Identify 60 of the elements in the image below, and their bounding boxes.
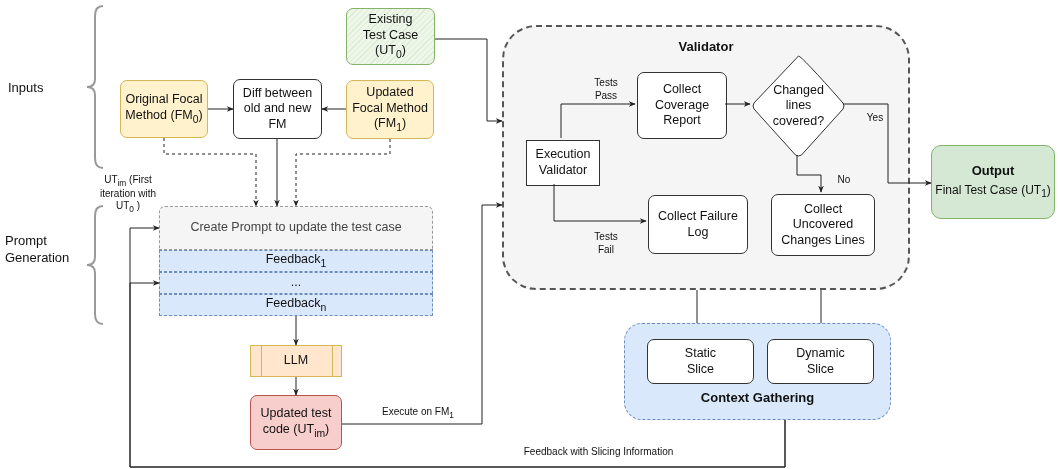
process-box xyxy=(120,80,208,138)
arrow xyxy=(207,106,234,112)
input-box xyxy=(346,8,435,65)
connector-line xyxy=(820,289,822,324)
node-text: Dynamic Slice xyxy=(795,345,846,378)
node-text: Static Slice xyxy=(683,345,718,378)
arrow xyxy=(341,202,503,425)
side-label: Inputs xyxy=(8,80,45,97)
arrow xyxy=(274,138,280,207)
decision-diamond xyxy=(752,55,845,157)
node-text: LLM xyxy=(282,353,310,369)
feedback-row xyxy=(159,250,433,272)
connector-line xyxy=(696,289,698,324)
node-text: Updated test code (UT$_{im}$) xyxy=(259,405,333,440)
node-text: Create Prompt to update the test case xyxy=(189,220,403,236)
node-text: Diff between old and new FM xyxy=(241,85,314,133)
output-box xyxy=(931,145,1055,219)
node-text: Feedback$_{n}$ xyxy=(264,296,328,314)
node-text: Collect Uncovered Changes Lines xyxy=(780,201,866,249)
arrow xyxy=(129,280,786,468)
arrow xyxy=(842,103,932,186)
process-box xyxy=(771,194,875,256)
node-text: Final Test Case (UT$_{1}$) xyxy=(934,183,1052,202)
arrow xyxy=(796,154,824,193)
arrow xyxy=(163,137,259,207)
process-box xyxy=(250,395,342,450)
prompt-box xyxy=(159,206,433,250)
context-panel xyxy=(624,323,891,420)
node-text: Original Focal Method (FM$_{0}$) xyxy=(124,92,204,126)
arrow xyxy=(321,106,347,112)
side-label: Prompt Generation xyxy=(5,233,71,267)
panel-title: Validator xyxy=(677,39,735,56)
node-text: Feedback$_{1}$ xyxy=(264,252,328,270)
node-text: Changed lines covered? xyxy=(771,82,826,130)
process-box xyxy=(647,339,754,384)
node-text: Updated Focal Method (FM$_{1}$) xyxy=(351,85,429,134)
arrow xyxy=(560,101,636,139)
arrow xyxy=(724,101,751,107)
arrow xyxy=(553,183,647,224)
arrow xyxy=(434,38,503,124)
node-text: Collect Failure Log xyxy=(657,208,739,241)
node-text: Execution Validator xyxy=(534,147,592,179)
llm-box xyxy=(250,345,342,377)
process-box xyxy=(526,140,600,186)
process-box xyxy=(767,339,874,384)
arrow xyxy=(293,315,299,346)
node-text: Collect Coverage Report xyxy=(653,82,711,129)
process-box xyxy=(637,72,727,139)
panel-title: Context Gathering xyxy=(699,390,816,407)
process-box xyxy=(648,195,748,254)
arrow xyxy=(293,376,299,396)
panel-title: Output xyxy=(970,162,1016,180)
node-text: Existing Test Case (UT$_{0}$) xyxy=(361,12,420,61)
node-text: ... xyxy=(289,275,303,291)
feedback-row xyxy=(159,272,433,294)
feedback-row xyxy=(159,294,433,316)
process-box xyxy=(233,79,322,139)
validator-panel xyxy=(502,25,910,290)
arrow xyxy=(293,138,391,207)
side-label: UT$_{im}$ (First iteration with UT$_{0}$ ) xyxy=(98,174,158,214)
